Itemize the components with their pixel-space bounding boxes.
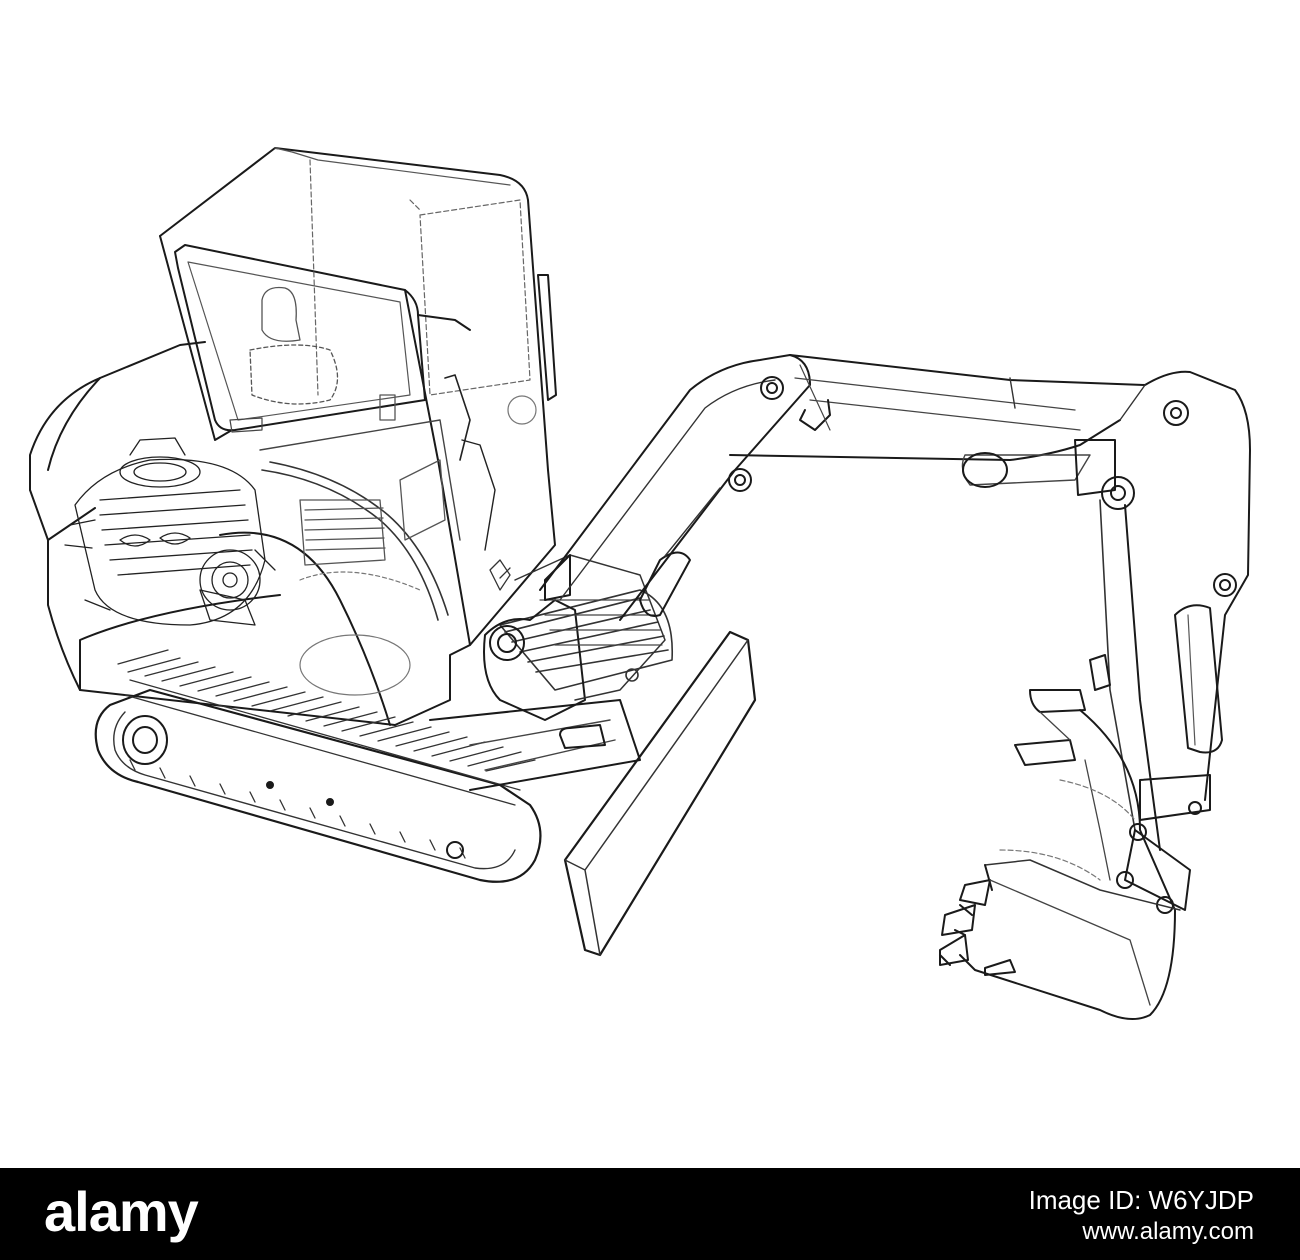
dozer-blade: [429, 630, 757, 957]
alamy-logo: alamy: [44, 1180, 199, 1243]
rear-track: [499, 589, 674, 691]
site-url: www.alamy.com: [1082, 1218, 1254, 1245]
bucket: [939, 689, 1181, 1020]
bucket-linkage: [1089, 654, 1211, 914]
excavator-illustration: [29, 147, 1251, 1020]
engine: [64, 437, 276, 626]
boom-base: [483, 554, 666, 721]
image-id-label: Image ID: W6YJDP: [1028, 1185, 1254, 1215]
bucket-cylinder: [1174, 573, 1237, 754]
watermark-footer-bar: alamy Image ID: W6YJDP www.alamy.com: [0, 1168, 1300, 1260]
boom: [539, 354, 811, 621]
seat-and-controls: [249, 286, 496, 566]
front-track: [94, 649, 542, 883]
alamy-logo-text: alamy: [44, 1180, 199, 1243]
cab: [159, 147, 557, 646]
stick: [729, 354, 1251, 851]
upper-body: [29, 341, 471, 726]
